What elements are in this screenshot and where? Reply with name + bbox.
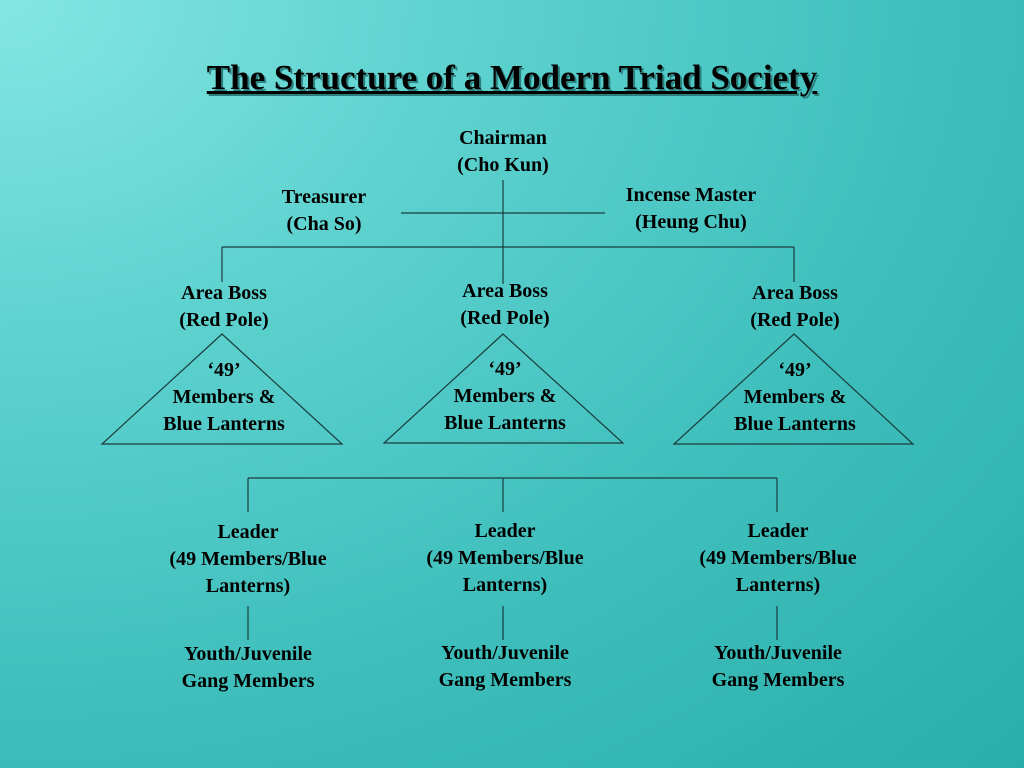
chairman-subtitle: (Cho Kun) — [457, 154, 549, 176]
youth-center: Youth/Juvenile Gang Members — [405, 640, 605, 694]
leader-title: Leader — [747, 520, 809, 542]
triangle-center — [382, 333, 625, 444]
leader-subtitle-line2: Lanterns) — [205, 575, 291, 597]
leader-subtitle-line2: Lanterns) — [735, 574, 821, 596]
area-boss-subtitle: (Red Pole) — [750, 309, 840, 331]
treasurer-subtitle: (Cha So) — [286, 213, 362, 235]
triangle-label-line1: ‘49’ — [207, 359, 241, 381]
triangle-label-line1: ‘49’ — [488, 358, 522, 380]
incense-master-subtitle: (Heung Chu) — [635, 211, 747, 233]
slide-title: The Structure of a Modern Triad Society — [206, 58, 818, 97]
triangle-label-line2: Members & — [172, 386, 276, 408]
leader-subtitle-line1: (49 Members/Blue — [699, 547, 857, 569]
triangle-label-line2: Members & — [743, 386, 847, 408]
incense-master-title: Incense Master — [625, 184, 757, 206]
area-boss-center: Area Boss (Red Pole) — [405, 278, 605, 332]
leader-subtitle-line2: Lanterns) — [462, 574, 548, 596]
triangle-label-line3: Blue Lanterns — [163, 413, 285, 435]
area-boss-subtitle: (Red Pole) — [179, 309, 269, 331]
triangle-label-center: ‘49’ Members & Blue Lanterns — [405, 356, 605, 437]
leader-title: Leader — [474, 520, 536, 542]
treasurer-node: Treasurer (Cha So) — [224, 184, 424, 238]
youth-title-line2: Gang Members — [438, 669, 572, 691]
leader-subtitle-line1: (49 Members/Blue — [169, 548, 327, 570]
treasurer-title: Treasurer — [281, 186, 367, 208]
triangle-label-line3: Blue Lanterns — [734, 413, 856, 435]
area-boss-title: Area Boss — [752, 282, 838, 304]
youth-title-line2: Gang Members — [711, 669, 845, 691]
area-boss-title: Area Boss — [181, 282, 267, 304]
incense-master-node: Incense Master (Heung Chu) — [591, 182, 791, 236]
area-boss-right: Area Boss (Red Pole) — [695, 280, 895, 334]
youth-title-line1: Youth/Juvenile — [184, 643, 312, 665]
triangle-label-line2: Members & — [453, 385, 557, 407]
chairman-title: Chairman — [459, 127, 547, 149]
triangle-label-left: ‘49’ Members & Blue Lanterns — [124, 357, 324, 438]
triangle-label-line1: ‘49’ — [778, 359, 812, 381]
leader-right: Leader (49 Members/Blue Lanterns) — [678, 518, 878, 599]
chairman-node: Chairman (Cho Kun) — [403, 125, 603, 179]
leader-left: Leader (49 Members/Blue Lanterns) — [148, 519, 348, 600]
area-boss-title: Area Boss — [462, 280, 548, 302]
leader-subtitle-line1: (49 Members/Blue — [426, 547, 584, 569]
youth-title-line2: Gang Members — [181, 670, 315, 692]
youth-right: Youth/Juvenile Gang Members — [678, 640, 878, 694]
leader-center: Leader (49 Members/Blue Lanterns) — [405, 518, 605, 599]
area-boss-left: Area Boss (Red Pole) — [124, 280, 324, 334]
triangle-label-right: ‘49’ Members & Blue Lanterns — [695, 357, 895, 438]
leader-title: Leader — [217, 521, 279, 543]
youth-left: Youth/Juvenile Gang Members — [148, 641, 348, 695]
youth-title-line1: Youth/Juvenile — [441, 642, 569, 664]
youth-title-line1: Youth/Juvenile — [714, 642, 842, 664]
triangle-left — [100, 333, 344, 445]
area-boss-subtitle: (Red Pole) — [460, 307, 550, 329]
triangle-label-line3: Blue Lanterns — [444, 412, 566, 434]
triangle-right — [672, 333, 915, 445]
